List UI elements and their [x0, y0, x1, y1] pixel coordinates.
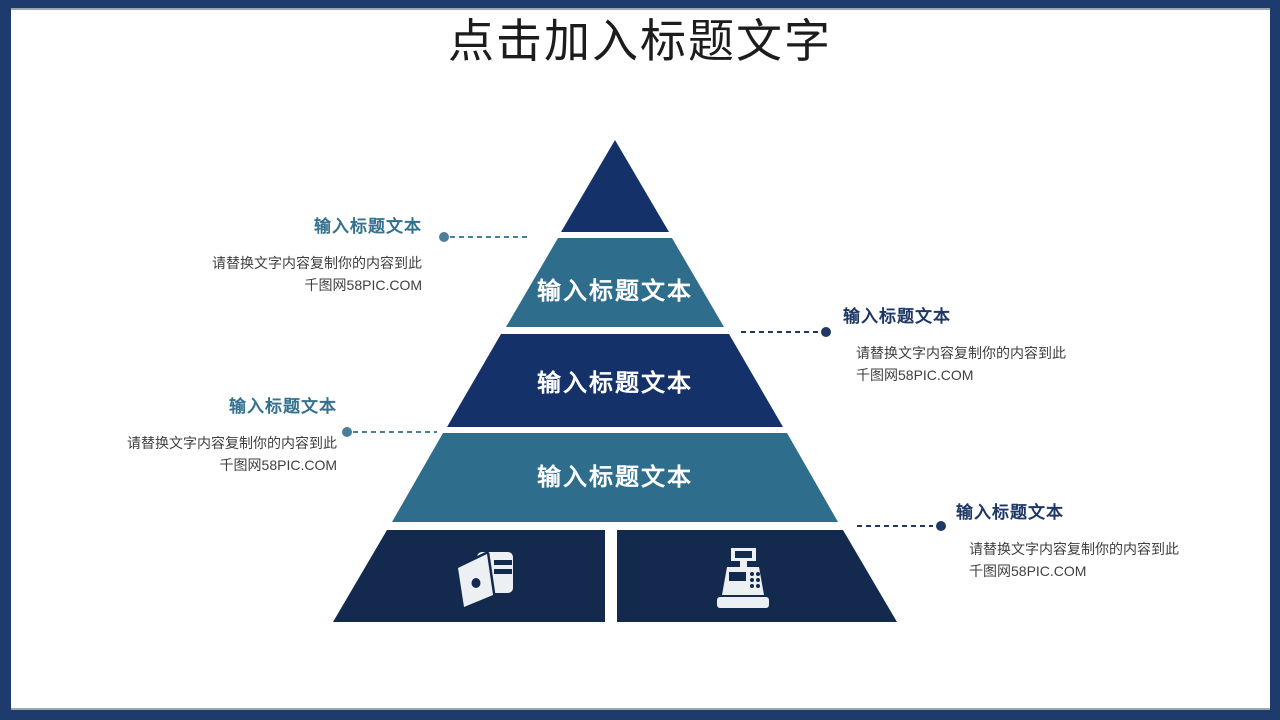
- callout-heading[interactable]: 输入标题文本: [229, 397, 337, 416]
- callout-body-line2[interactable]: 千图网58PIC.COM: [969, 563, 1087, 579]
- pyramid-level-2-band[interactable]: [506, 238, 724, 327]
- callout-4-connector-dot: [936, 521, 946, 531]
- slide-border-right: [1270, 0, 1280, 720]
- slide-border-bottom: [0, 710, 1280, 720]
- callout-body-line1[interactable]: 请替换文字内容复制你的内容到此: [212, 255, 422, 271]
- pyramid-level-3-label[interactable]: 输入标题文本: [537, 370, 693, 397]
- callout-body-line1[interactable]: 请替换文字内容复制你的内容到此: [856, 345, 1066, 361]
- callout-body-line2[interactable]: 千图网58PIC.COM: [856, 367, 974, 383]
- slide-inner-line-bottom: [11, 708, 1270, 710]
- callout-left-top: 输入标题文本 请替换文字内容复制你的内容到此 千图网58PIC.COM: [212, 216, 422, 296]
- callout-3-connector-dot: [342, 427, 352, 437]
- pyramid-level-4-label[interactable]: 输入标题文本: [537, 464, 693, 491]
- pyramid-level-1-triangle[interactable]: [561, 140, 669, 232]
- callout-body-line1[interactable]: 请替换文字内容复制你的内容到此: [127, 435, 337, 451]
- slide-border-top: [0, 0, 1280, 8]
- callout-left-bottom: 输入标题文本 请替换文字内容复制你的内容到此 千图网58PIC.COM: [127, 396, 337, 476]
- slide-inner-line-top: [11, 8, 1270, 10]
- callout-right-middle: 输入标题文本 请替换文字内容复制你的内容到此 千图网58PIC.COM: [843, 306, 1066, 386]
- wallet-icon: [450, 548, 520, 617]
- slide-border-left: [0, 0, 11, 720]
- callout-2-connector-dot: [821, 327, 831, 337]
- callout-body-line2[interactable]: 千图网58PIC.COM: [219, 457, 337, 473]
- callout-heading[interactable]: 输入标题文本: [843, 307, 951, 326]
- callout-right-bottom: 输入标题文本 请替换文字内容复制你的内容到此 千图网58PIC.COM: [956, 502, 1179, 582]
- cash-register-icon: [717, 548, 769, 615]
- pyramid-level-2-label[interactable]: 输入标题文本: [537, 278, 693, 305]
- callout-1-connector-dot: [439, 232, 449, 242]
- callout-body-line1[interactable]: 请替换文字内容复制你的内容到此: [969, 541, 1179, 557]
- slide-title[interactable]: 点击加入标题文字: [448, 16, 832, 67]
- pyramid-level-3-band[interactable]: [447, 334, 783, 427]
- pyramid-level-4-band[interactable]: [392, 433, 838, 522]
- callout-heading[interactable]: 输入标题文本: [314, 217, 422, 236]
- callout-heading[interactable]: 输入标题文本: [956, 503, 1064, 522]
- callout-body-line2[interactable]: 千图网58PIC.COM: [304, 277, 422, 293]
